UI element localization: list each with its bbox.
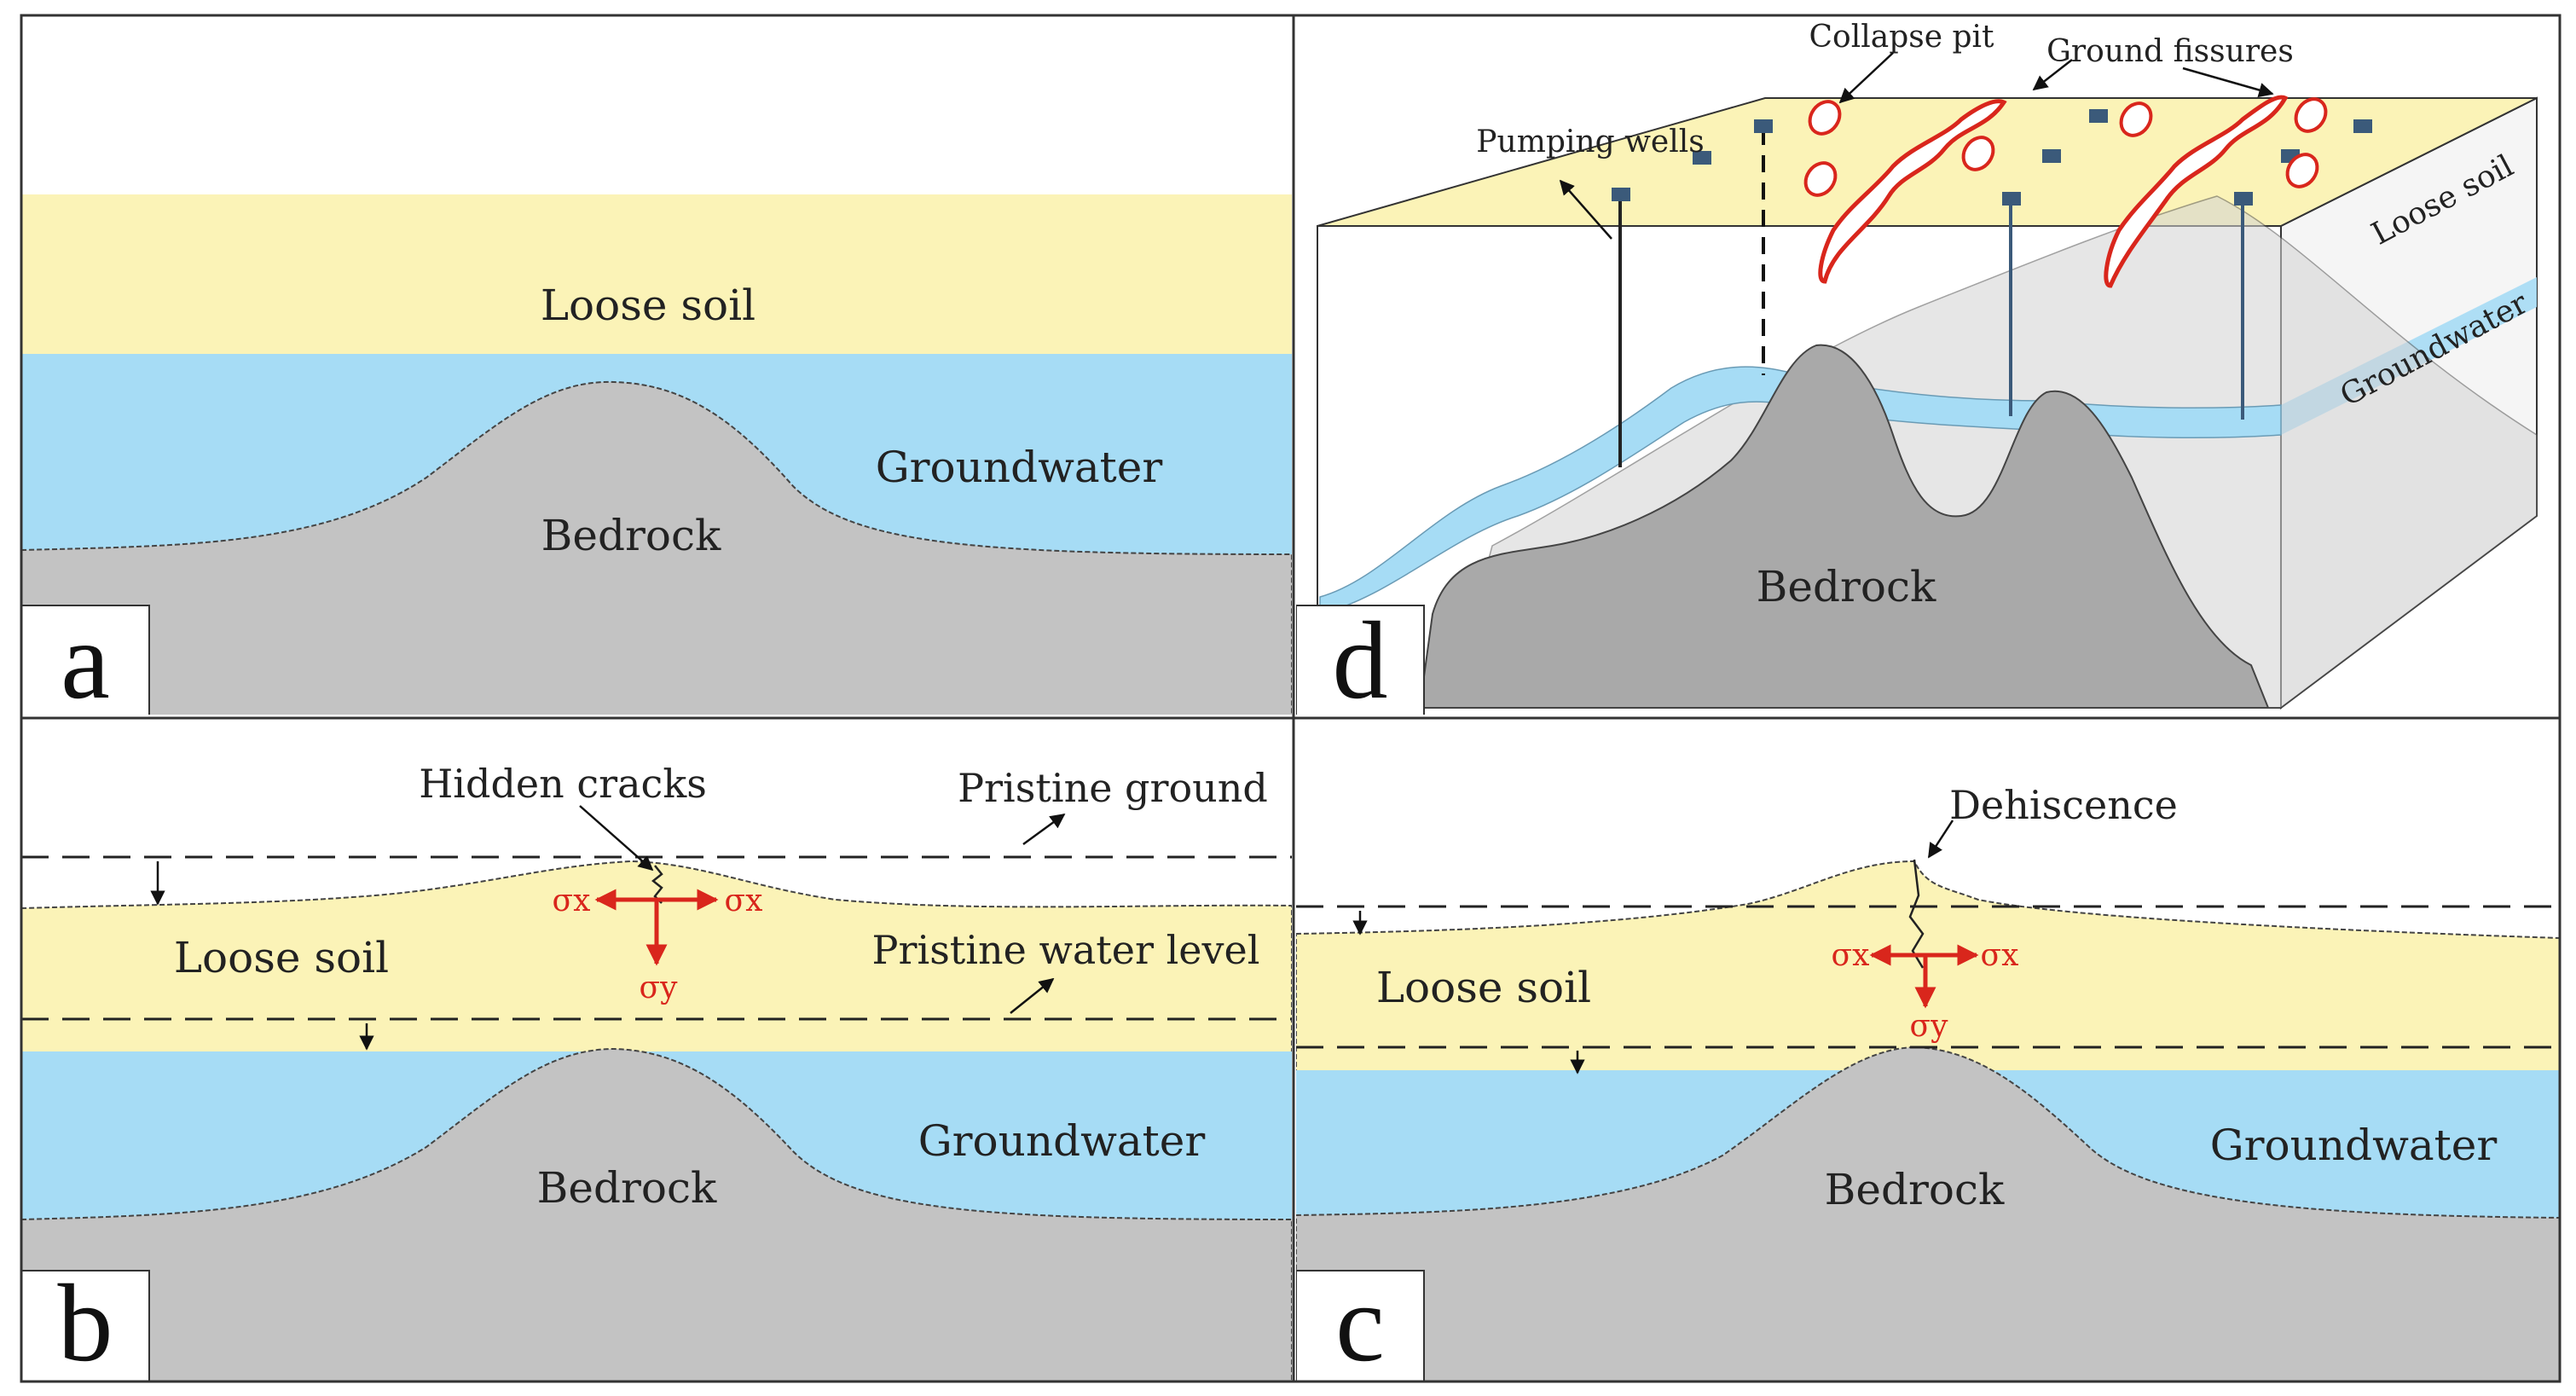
bedrock-layer [21, 1047, 1292, 1382]
bedrock-3d [1418, 344, 2270, 709]
panel-letter-box [21, 1270, 150, 1382]
sigma-x-right-label: σx [725, 883, 763, 918]
ground-fissure [2104, 95, 2289, 288]
well-icon [1693, 151, 1711, 165]
pristine-water-level-arrow [1010, 977, 1055, 1014]
pristine-water-level-label: Pristine water level [872, 927, 1260, 973]
ground-fissures-label: Ground fissures [2046, 34, 2294, 69]
panel-b: Hidden cracks Pristine ground Pristine w… [21, 761, 1292, 1385]
panel-letter-box [21, 605, 150, 715]
well-icon [1754, 119, 1773, 133]
bedrock-layer [21, 380, 1292, 715]
panel-letter-b: b [58, 1262, 113, 1385]
collapse-pit-icon [1961, 136, 1995, 171]
collapse-pit-icon [1803, 161, 1838, 197]
collapse-pit-icon [1808, 100, 1842, 136]
well-icon [2042, 149, 2061, 163]
ground-fissure [1818, 99, 2007, 284]
pumping-wells-label: Pumping wells [1476, 125, 1704, 159]
panel-d: Collapse pit Ground fissures Pumping wel… [1296, 20, 2538, 722]
panel-letter-box [1296, 1270, 1425, 1382]
well-icon [2002, 192, 2021, 206]
panel-borders [20, 14, 2562, 1383]
well-icon [2089, 109, 2108, 123]
ground-fissures-arrow-left [2032, 59, 2073, 91]
loose-soil-layer [21, 194, 1292, 356]
dehiscence-arrow [1927, 820, 1954, 859]
pumping-wells-arrow [1559, 179, 1612, 240]
pristine-ground-label: Pristine ground [958, 765, 1268, 811]
hidden-cracks-arrow [579, 805, 654, 872]
collapse-pit-label: Collapse pit [1809, 20, 1994, 55]
panel-letter-c: c [1335, 1262, 1385, 1385]
pumping-wells [1612, 109, 2372, 206]
well-icon [1612, 188, 1630, 201]
loose-soil-label: Loose soil [1376, 963, 1591, 1012]
panel-letter-a: a [61, 600, 110, 722]
panel-c: Dehiscence σx σx σy Loose soil Groundwat… [1296, 782, 2560, 1385]
sigma-y-label: σy [640, 970, 679, 1005]
collapse-pit-icon [2285, 153, 2319, 188]
sigma-x-left-label: σx [553, 883, 591, 918]
groundwater-label: Groundwater [918, 1116, 1206, 1166]
loose-soil-label: Loose soil [541, 281, 755, 330]
panel-letter-d: d [1333, 600, 1388, 722]
bedrock-label: Bedrock [1825, 1165, 2005, 1214]
collapse-pit-arrow [1838, 52, 1894, 104]
bedrock-label: Bedrock [537, 1163, 717, 1213]
panel-letter-box [1296, 605, 1425, 715]
groundwater-label: Groundwater [2210, 1121, 2498, 1170]
collapse-pits [1803, 97, 2328, 197]
bedrock-label: Bedrock [1757, 562, 1936, 611]
loose-soil-label: Loose soil [174, 933, 389, 982]
groundwater-label: Groundwater [876, 443, 1163, 492]
well-icon [2353, 119, 2372, 133]
well-icon [2234, 192, 2253, 206]
collapse-pit-icon [2294, 97, 2328, 133]
sigma-x-right-label: σx [1981, 938, 2019, 973]
figure-border [20, 14, 2562, 1383]
hidden-cracks-label: Hidden cracks [419, 761, 707, 807]
bedrock-label: Bedrock [541, 511, 721, 560]
dehiscence-label: Dehiscence [1949, 782, 2178, 828]
ground-fissures-arrow-right [2182, 67, 2274, 98]
pristine-ground-arrow [1022, 813, 1066, 846]
sigma-y-label: σy [1910, 1009, 1949, 1044]
panel-a: Loose soil Groundwater Bedrock a [21, 194, 1292, 722]
collapse-pit-icon [2119, 101, 2153, 137]
sigma-x-left-label: σx [1832, 938, 1870, 973]
hidden-crack [651, 865, 663, 904]
